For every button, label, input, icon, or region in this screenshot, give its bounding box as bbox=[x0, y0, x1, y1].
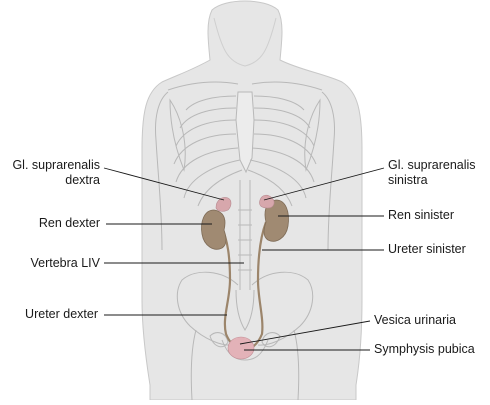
rib-l4 bbox=[253, 133, 317, 165]
ren-sinister-shape bbox=[263, 199, 289, 242]
rib-r3 bbox=[175, 119, 237, 147]
rib-r6 bbox=[183, 159, 241, 199]
left-scapula bbox=[304, 98, 321, 172]
label-gl-suprarenalis-dextra-line2: dextra bbox=[65, 173, 100, 187]
sternum bbox=[235, 91, 255, 174]
label-ureter-sinister: Ureter sinister bbox=[388, 242, 466, 256]
leader-lines bbox=[103, 167, 385, 351]
sacrum bbox=[235, 289, 255, 331]
right-shoulder bbox=[155, 91, 169, 251]
torso-outline bbox=[141, 0, 363, 401]
right-scapula bbox=[169, 98, 186, 172]
rib-r2 bbox=[179, 107, 237, 129]
right-clavicle bbox=[167, 81, 239, 91]
rib-l7 bbox=[247, 169, 293, 207]
right-femur bbox=[190, 329, 197, 401]
left-obturator bbox=[261, 332, 281, 348]
label-gl-suprarenalis-sinistra-line1: Gl. suprarenalis bbox=[388, 158, 476, 172]
pubic-arch bbox=[221, 339, 269, 361]
neck-shadow bbox=[213, 17, 277, 67]
label-ren-sinister: Ren sinister bbox=[388, 208, 454, 222]
spine bbox=[239, 180, 251, 290]
label-gl-suprarenalis-dextra-line1: Gl. suprarenalis bbox=[12, 158, 100, 172]
rib-r5 bbox=[175, 147, 239, 183]
rib-r1 bbox=[185, 95, 237, 111]
label-vesica-urinaria: Vesica urinaria bbox=[374, 313, 456, 327]
leader-gl-suprarenalis-sinistra bbox=[263, 167, 385, 201]
rib-l5 bbox=[251, 147, 315, 183]
leader-gl-suprarenalis-dextra bbox=[103, 167, 225, 201]
rib-r7 bbox=[197, 169, 243, 207]
left-shoulder bbox=[321, 91, 335, 251]
right-obturator bbox=[209, 332, 229, 348]
rib-l3 bbox=[253, 119, 315, 147]
ureter-sinister bbox=[247, 221, 268, 351]
label-gl-suprarenalis-sinistra: Gl. suprarenalis sinistra bbox=[388, 158, 488, 188]
label-gl-suprarenalis-dextra: Gl. suprarenalis dextra bbox=[0, 158, 100, 188]
rib-l1 bbox=[253, 95, 305, 111]
label-ureter-dexter: Ureter dexter bbox=[25, 307, 98, 321]
label-symphysis-pubica: Symphysis pubica bbox=[374, 342, 475, 356]
skeleton bbox=[155, 81, 335, 401]
vesica-urinaria-shape bbox=[227, 336, 255, 360]
rib-l2 bbox=[253, 107, 311, 129]
left-clavicle bbox=[251, 81, 323, 91]
label-gl-suprarenalis-sinistra-line2: sinistra bbox=[388, 173, 428, 187]
leader-vesica-urinaria bbox=[239, 320, 371, 345]
rib-l6 bbox=[249, 159, 307, 199]
body-silhouette bbox=[141, 0, 363, 401]
rib-r4 bbox=[173, 133, 237, 165]
label-vertebra-liv: Vertebra LIV bbox=[30, 256, 101, 270]
label-ren-dexter: Ren dexter bbox=[38, 216, 100, 230]
